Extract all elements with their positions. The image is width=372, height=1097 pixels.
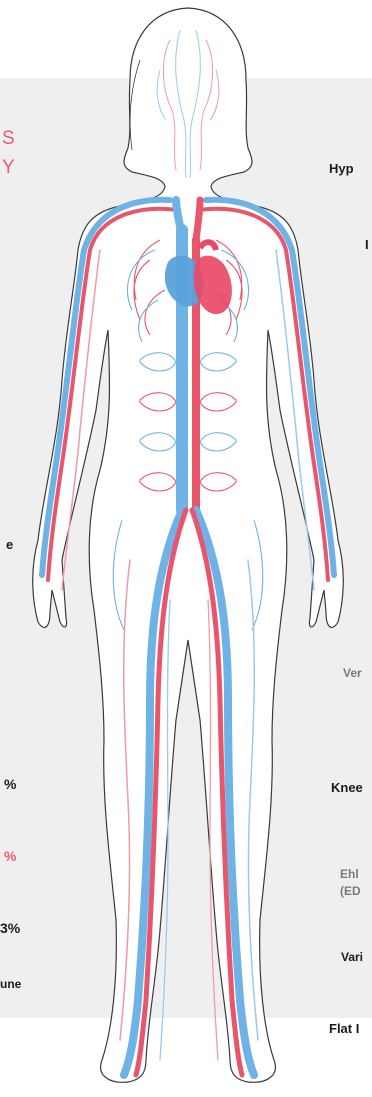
trunk-vessels (176, 200, 200, 510)
body-silhouette (33, 8, 344, 1082)
